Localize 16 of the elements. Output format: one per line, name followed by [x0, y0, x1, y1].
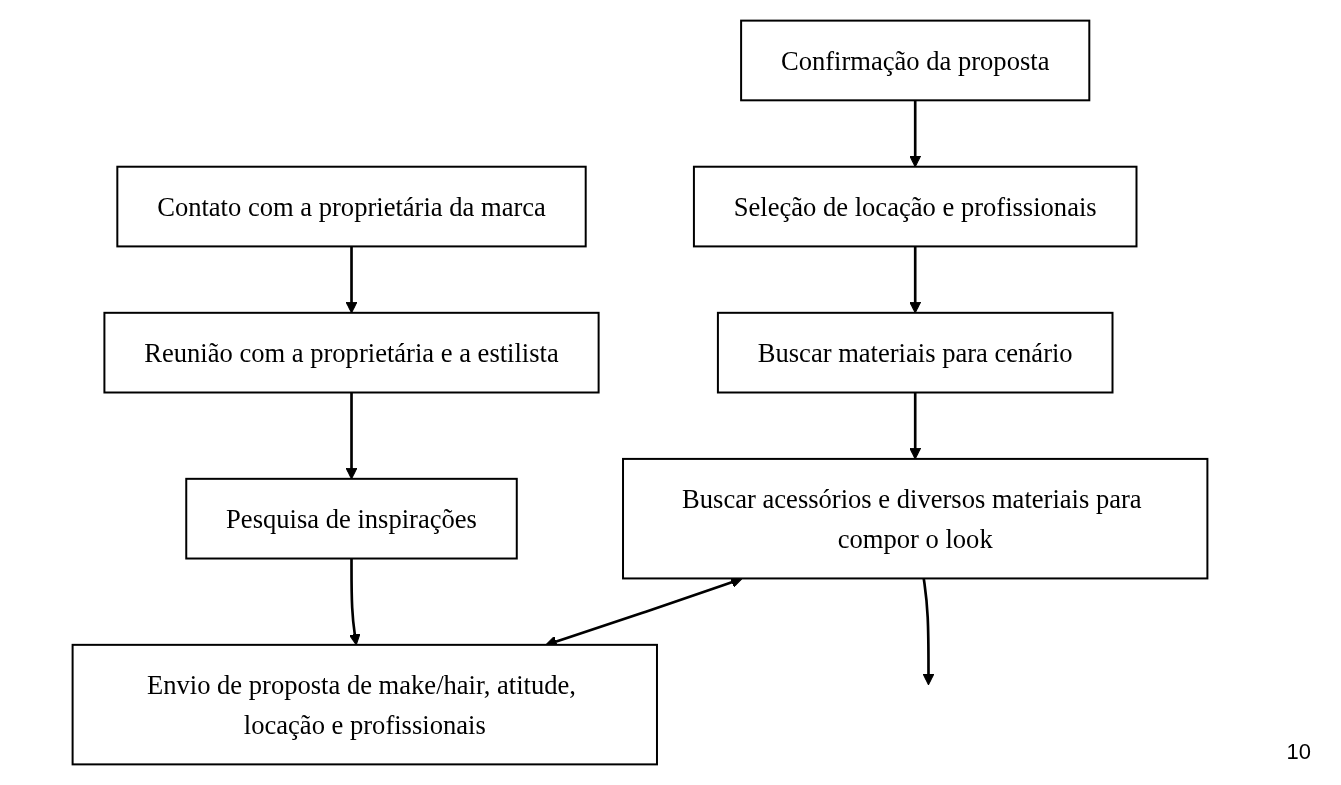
node-box: Buscar acessórios e diversos materiais para compor o look [622, 457, 1209, 580]
arrow [922, 578, 935, 686]
node-box: Buscar materiais para cenário [716, 311, 1114, 394]
node-box: Confirmação da proposta [740, 19, 1091, 102]
node-box: Seleção de locação e profissionais [692, 165, 1138, 248]
node-box: Pesquisa de inspirações [185, 477, 518, 560]
arrow [345, 392, 358, 480]
arrow [909, 100, 922, 168]
node-box: Reunião com a proprietária e a estilista [103, 311, 600, 394]
arrow [909, 392, 922, 460]
arrow [345, 246, 358, 314]
arrow [348, 558, 361, 646]
arrow [909, 246, 922, 314]
node-box: Envio de proposta de make/hair, atitude, locação e profissionais [71, 643, 658, 766]
page-number: 10 [1286, 739, 1311, 765]
node-box: Contato com a proprietária da marca [116, 165, 587, 248]
